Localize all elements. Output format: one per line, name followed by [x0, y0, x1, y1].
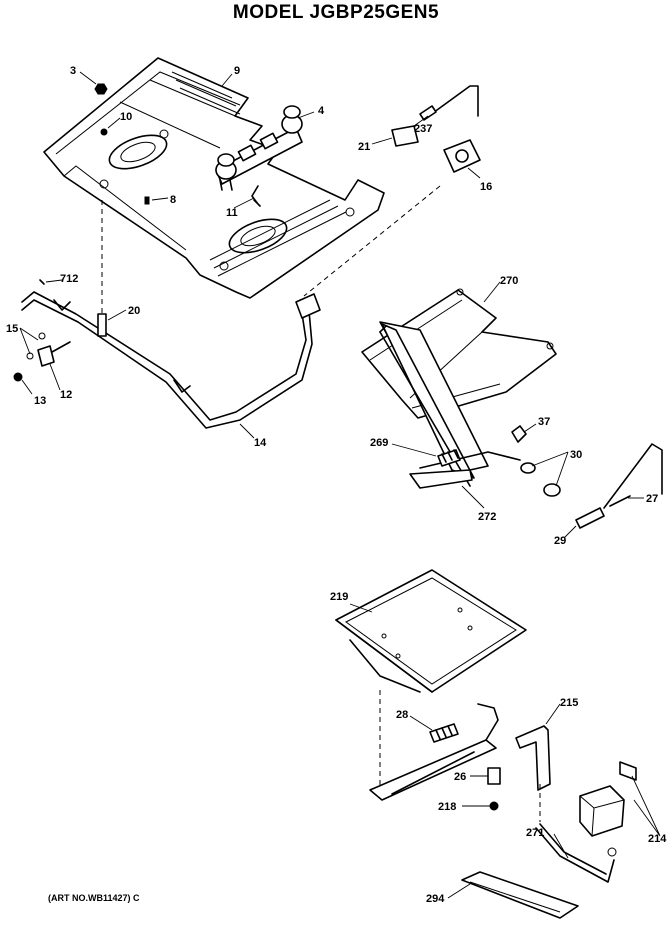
label-20: 20 [128, 305, 140, 317]
label-30: 30 [570, 449, 582, 461]
label-237: 237 [414, 123, 432, 135]
oven-burner-272 [379, 321, 521, 489]
orifice-part-37 [511, 425, 527, 443]
tube-part-237 [425, 85, 479, 119]
washer-part-10 [100, 128, 108, 136]
valve-assembly [215, 105, 303, 191]
baffle-plate-270 [361, 288, 557, 419]
label-16: 16 [480, 181, 492, 193]
nut-part-218 [489, 801, 499, 811]
label-294: 294 [426, 893, 445, 905]
label-10: 10 [120, 111, 132, 123]
label-37: 37 [538, 416, 550, 428]
label-215: 215 [560, 697, 578, 709]
label-15: 15 [6, 323, 18, 335]
nut-part-3 [94, 83, 108, 95]
orifice-part-29 [575, 507, 605, 529]
label-29: 29 [554, 535, 566, 547]
panel-part-294 [461, 871, 579, 919]
label-271: 271 [526, 827, 544, 839]
label-3: 3 [70, 65, 76, 77]
screw-part-712 [39, 279, 45, 285]
tube-part-27 [603, 443, 663, 509]
label-214: 214 [648, 833, 667, 845]
bracket-part-21 [391, 125, 419, 147]
label-14: 14 [254, 437, 267, 449]
label-21: 21 [358, 141, 370, 153]
label-219: 219 [330, 591, 348, 603]
label-12: 12 [60, 389, 72, 401]
igniter-part-214 [579, 785, 625, 837]
label-269: 269 [370, 437, 388, 449]
art-number: (ART NO.WB11427) C [48, 893, 140, 903]
screw-part-8 [144, 196, 150, 205]
label-28: 28 [396, 709, 408, 721]
bracket-part-215 [515, 725, 551, 791]
broil-burner [369, 703, 499, 801]
label-11: 11 [226, 207, 238, 219]
clip-part-214 [619, 761, 637, 781]
label-13: 13 [34, 395, 46, 407]
spring-part-269 [437, 449, 461, 467]
label-9: 9 [234, 65, 240, 77]
fitting-part-30b [543, 483, 561, 497]
burner-box-pan [43, 57, 385, 299]
inlet-fitting [13, 332, 71, 382]
tube-part-271 [535, 827, 615, 883]
label-270: 270 [500, 275, 518, 287]
label-8: 8 [170, 194, 176, 206]
fitting-part-30a [520, 462, 536, 474]
fitting-part-26 [487, 767, 501, 785]
label-27: 27 [646, 493, 658, 505]
label-712: 712 [60, 273, 78, 285]
broiler-plate-219 [335, 569, 527, 693]
label-272: 272 [478, 511, 496, 523]
label-218: 218 [438, 801, 456, 813]
clip-part-11 [251, 185, 261, 207]
label-4: 4 [318, 105, 325, 117]
model-title: MODEL JGBP25GEN5 [232, 2, 440, 23]
manifold-tube [21, 291, 321, 429]
orifice-part-237 [419, 105, 437, 121]
label-26: 26 [454, 771, 466, 783]
